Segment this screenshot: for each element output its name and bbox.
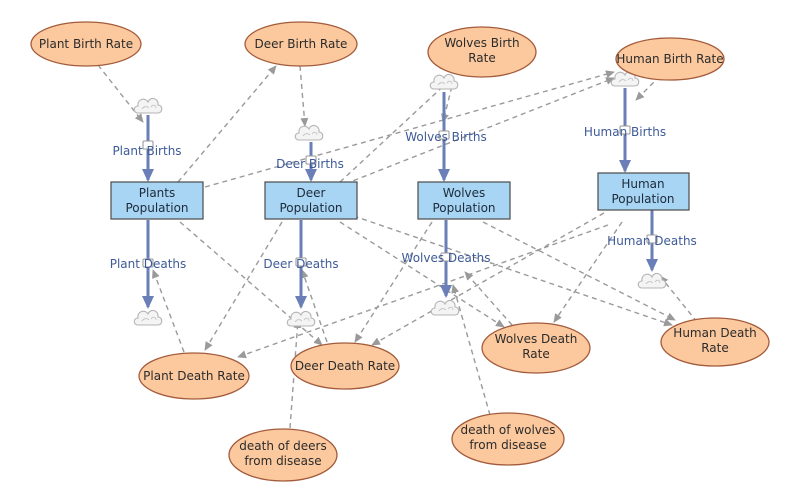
link-wolves-to-deer-death-rate xyxy=(354,221,433,343)
valve-icon[interactable] xyxy=(142,258,154,268)
clouds xyxy=(133,70,667,327)
cloud-icon xyxy=(637,272,667,289)
human-birth-rate-label: Human Birth Rate xyxy=(616,52,723,66)
link-human-birth-rate-to-human-births xyxy=(635,75,661,101)
cloud-icon xyxy=(286,310,316,327)
deer-births-label: Deer Births xyxy=(276,157,344,171)
plant-birth-rate-label: Plant Birth Rate xyxy=(39,37,133,51)
link-deer-to-human-death-rate xyxy=(344,212,673,327)
link-deer-birth-rate-to-deer-births xyxy=(299,65,309,127)
link-wolves-death-rate-to-wolves-deaths xyxy=(464,271,513,326)
valve-icon[interactable] xyxy=(440,252,452,262)
valves xyxy=(142,125,658,268)
plant-birth-rate-node[interactable]: Plant Birth Rate xyxy=(30,21,142,67)
link-deer-to-human-birth-rate xyxy=(344,77,615,185)
link-deer-to-wolves-death-rate xyxy=(339,221,505,328)
cloud-icon xyxy=(133,309,163,326)
human-deaths-label: Human Deaths xyxy=(607,234,697,248)
link-plant-death-rate-to-plant-deaths xyxy=(152,269,185,353)
cloud-icon xyxy=(294,124,324,141)
deer-death-rate-node[interactable]: Deer Death Rate xyxy=(290,342,400,390)
flow-pipes xyxy=(142,88,658,309)
flow-labels: Plant Births Plant Deaths Deer Births De… xyxy=(110,125,697,271)
link-deer-to-wolves-birth-rate xyxy=(339,79,451,183)
human-births-label: Human Births xyxy=(584,125,666,139)
variables: Plant Birth Rate Deer Birth Rate Wolves … xyxy=(30,21,770,482)
plant-deaths-label: Plant Deaths xyxy=(110,257,187,271)
link-deer-to-plant-death-rate xyxy=(204,221,283,351)
deer-birth-rate-label: Deer Birth Rate xyxy=(255,37,348,51)
valve-icon[interactable] xyxy=(142,140,154,150)
wolves-deaths-label: Wolves Deaths xyxy=(402,251,491,265)
cloud-icon xyxy=(429,73,459,90)
link-human-to-plant-death-rate xyxy=(237,224,609,359)
cloud-icon xyxy=(133,97,163,114)
deer-deaths-label: Deer Deaths xyxy=(263,257,338,271)
link-plants-to-human-birth-rate xyxy=(204,70,615,188)
deer-birth-rate-node[interactable]: Deer Birth Rate xyxy=(244,21,358,67)
valve-icon[interactable] xyxy=(438,130,450,140)
wolves-births-label: Wolves Births xyxy=(405,130,486,144)
link-plant-birth-rate-to-plant-births xyxy=(97,64,144,123)
valve-icon[interactable] xyxy=(646,234,658,244)
link-human-to-wolves-death-rate xyxy=(553,221,623,323)
cloud-icon xyxy=(430,299,460,316)
valve-icon[interactable] xyxy=(619,125,631,135)
valve-icon[interactable] xyxy=(305,155,317,165)
human-birth-rate-node[interactable]: Human Birth Rate xyxy=(615,37,725,81)
link-death-of-wolves-to-wolves-deaths xyxy=(451,284,491,416)
deer-death-rate-label: Deer Death Rate xyxy=(295,359,395,373)
link-deer-death-rate-to-deer-deaths xyxy=(300,269,328,343)
plant-death-rate-label: Plant Death Rate xyxy=(143,369,245,383)
valve-icon[interactable] xyxy=(295,257,307,267)
link-human-to-deer-death-rate xyxy=(371,212,605,346)
plant-death-rate-node[interactable]: Plant Death Rate xyxy=(138,352,250,400)
link-plants-to-deer-birth-rate xyxy=(177,65,277,183)
plant-births-label: Plant Births xyxy=(112,144,181,158)
